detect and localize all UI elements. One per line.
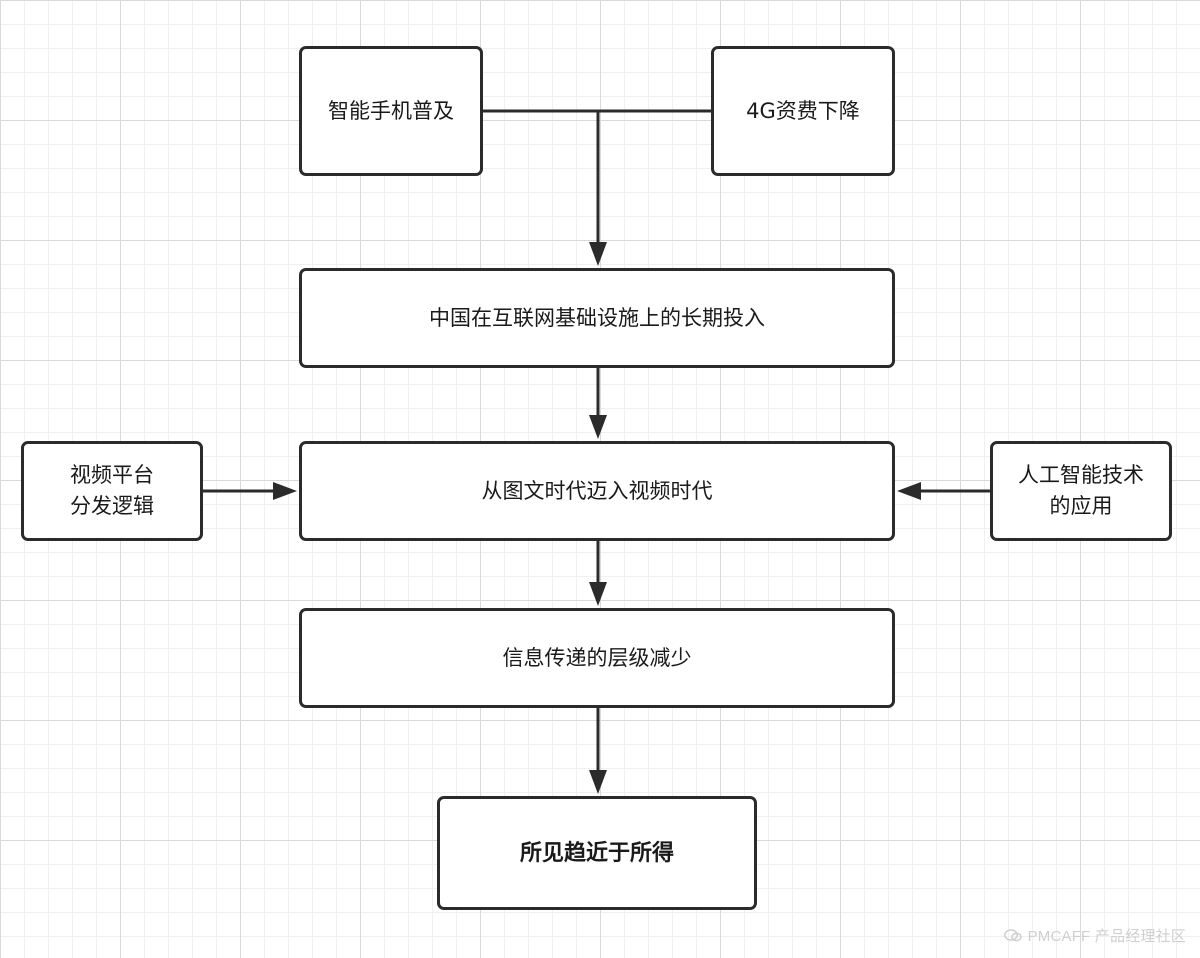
node-infrastructure-investment[interactable]: 中国在互联网基础设施上的长期投入 (299, 268, 895, 368)
node-video-platform-line-1: 视频平台 (70, 463, 154, 487)
node-ai-line-1: 人工智能技术 (1018, 463, 1144, 487)
node-smartphone-adoption[interactable]: 智能手机普及 (299, 46, 483, 176)
node-wysiwyg-result[interactable]: 所见趋近于所得 (437, 796, 757, 910)
node-video-era-label: 从图文时代迈入视频时代 (481, 478, 713, 503)
node-smartphone-adoption-label: 智能手机普及 (328, 98, 454, 123)
node-fewer-information-layers[interactable]: 信息传递的层级减少 (299, 608, 895, 708)
node-4g-fee-drop[interactable]: 4G资费下降 (711, 46, 895, 176)
node-fewer-information-layers-label: 信息传递的层级减少 (502, 645, 692, 670)
chat-bubble-icon (1003, 928, 1022, 941)
node-ai-application[interactable]: 人工智能技术 的应用 (990, 441, 1172, 541)
node-video-platform-distribution-text: 视频平台 分发逻辑 (70, 460, 154, 522)
node-ai-line-2: 的应用 (1049, 494, 1113, 518)
node-infrastructure-investment-label: 中国在互联网基础设施上的长期投入 (429, 305, 765, 330)
node-ai-application-text: 人工智能技术 的应用 (1018, 460, 1144, 522)
node-4g-fee-drop-label: 4G资费下降 (746, 98, 860, 123)
watermark-text: PMCAFF 产品经理社区 (1027, 928, 1186, 945)
node-video-platform-distribution[interactable]: 视频平台 分发逻辑 (21, 441, 203, 541)
watermark: PMCAFF 产品经理社区 (1003, 925, 1186, 946)
arrowhead-result (589, 770, 607, 794)
arrowhead-infrastructure (589, 242, 607, 266)
arrowhead-fewer-layers (589, 582, 607, 606)
node-wysiwyg-result-label: 所见趋近于所得 (519, 840, 674, 866)
arrowhead-video-era-right (897, 482, 921, 500)
node-video-era[interactable]: 从图文时代迈入视频时代 (299, 441, 895, 541)
node-video-platform-line-2: 分发逻辑 (70, 494, 154, 518)
arrowhead-video-era-top (589, 415, 607, 439)
arrowhead-video-era-left (273, 482, 297, 500)
